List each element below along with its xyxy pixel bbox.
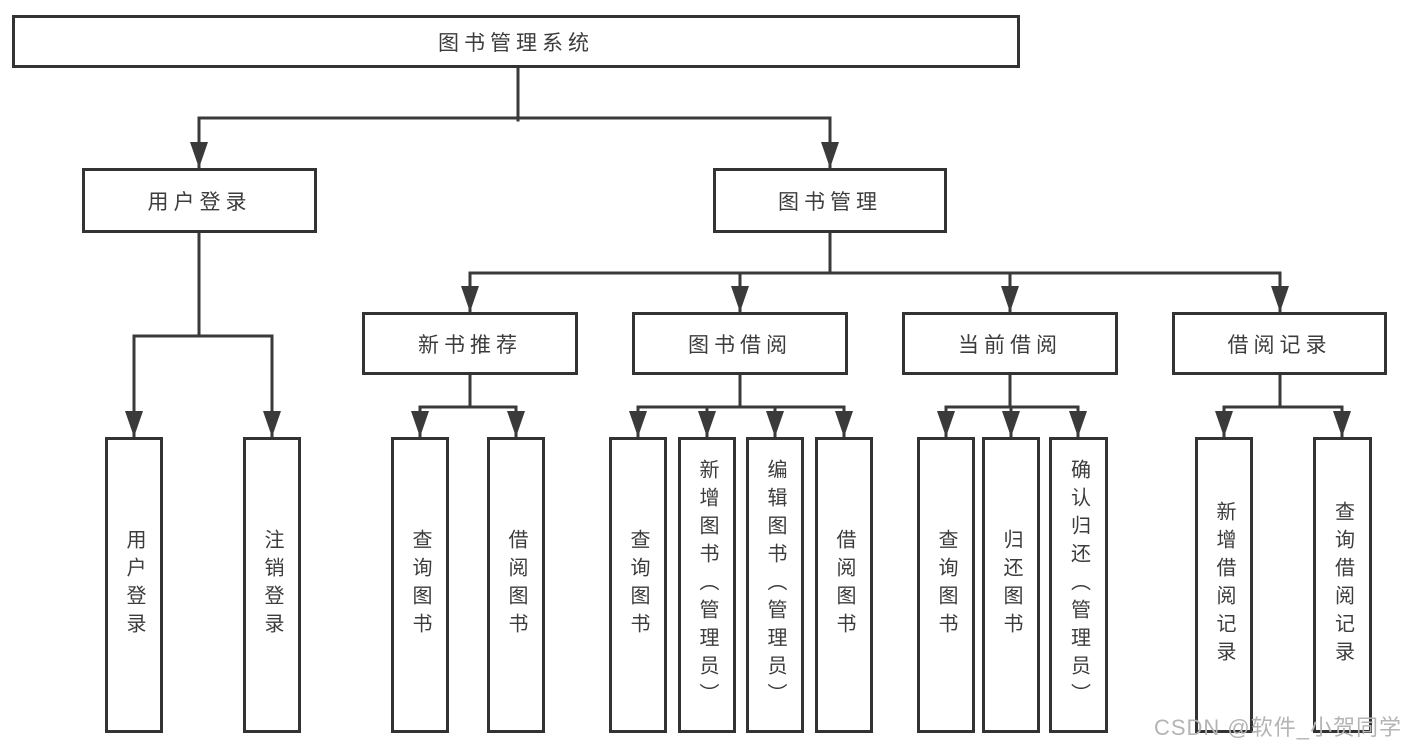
leaf-confirm-return-admin: 确认归还（管理员） — [1049, 437, 1108, 733]
arrowhead-icon — [835, 411, 853, 437]
arrowhead-icon — [507, 411, 525, 437]
arrowhead-icon — [1333, 411, 1351, 437]
arrowhead-icon — [937, 411, 955, 437]
arrowhead-icon — [1002, 411, 1020, 437]
edge-borrow-rail — [636, 405, 846, 439]
arrowhead-icon — [698, 411, 716, 437]
leaf-logout: 注销登录 — [243, 437, 301, 733]
watermark: CSDN @软件_小贺同学 — [1153, 715, 1402, 740]
node-current-borrowing: 当前借阅 — [902, 312, 1118, 375]
edge-root-rail — [197, 116, 832, 170]
arrowhead-icon — [629, 411, 647, 437]
node-new-book-recommend: 新书推荐 — [362, 312, 578, 375]
leaf-borrow-books-2: 借阅图书 — [815, 437, 873, 733]
arrowhead-icon — [1215, 411, 1233, 437]
arrowhead-icon — [1001, 286, 1019, 312]
arrowhead-icon — [766, 411, 784, 437]
arrowhead-icon — [1271, 286, 1289, 312]
arrowhead-icon — [190, 142, 208, 168]
arrowhead-icon — [125, 411, 143, 437]
edge-mgmt-drops — [738, 271, 1012, 314]
arrowhead-icon — [731, 286, 749, 312]
edge-login-rail — [132, 334, 274, 439]
edge-records-rail — [1222, 405, 1344, 439]
leaf-return-book: 归还图书 — [982, 437, 1040, 733]
node-borrowing-records: 借阅记录 — [1172, 312, 1387, 375]
leaf-query-books-3: 查询图书 — [917, 437, 975, 733]
arrowhead-icon — [1069, 411, 1087, 437]
leaf-borrow-books-1: 借阅图书 — [487, 437, 545, 733]
leaf-edit-book-admin: 编辑图书（管理员） — [746, 437, 804, 733]
leaf-add-borrow-record: 新增借阅记录 — [1195, 437, 1253, 733]
node-root: 图书管理系统 — [12, 15, 1020, 68]
leaf-user-login: 用户登录 — [105, 437, 163, 733]
leaf-query-books-2: 查询图书 — [609, 437, 667, 733]
arrowhead-icon — [411, 411, 429, 437]
edge-recnew-rail — [418, 405, 518, 439]
leaf-query-borrow-record: 查询借阅记录 — [1313, 437, 1372, 733]
node-user-login: 用户登录 — [82, 168, 317, 233]
edge-mgmt-rail — [468, 271, 1282, 314]
leaf-add-book-admin: 新增图书（管理员） — [678, 437, 736, 733]
arrowhead-icon — [263, 411, 281, 437]
leaf-query-books-1: 查询图书 — [391, 437, 449, 733]
arrowhead-icon — [821, 142, 839, 168]
edge-borrow-drops — [705, 405, 777, 439]
arrowhead-icon — [461, 286, 479, 312]
node-book-borrowing: 图书借阅 — [632, 312, 848, 375]
node-book-management: 图书管理 — [713, 168, 947, 233]
